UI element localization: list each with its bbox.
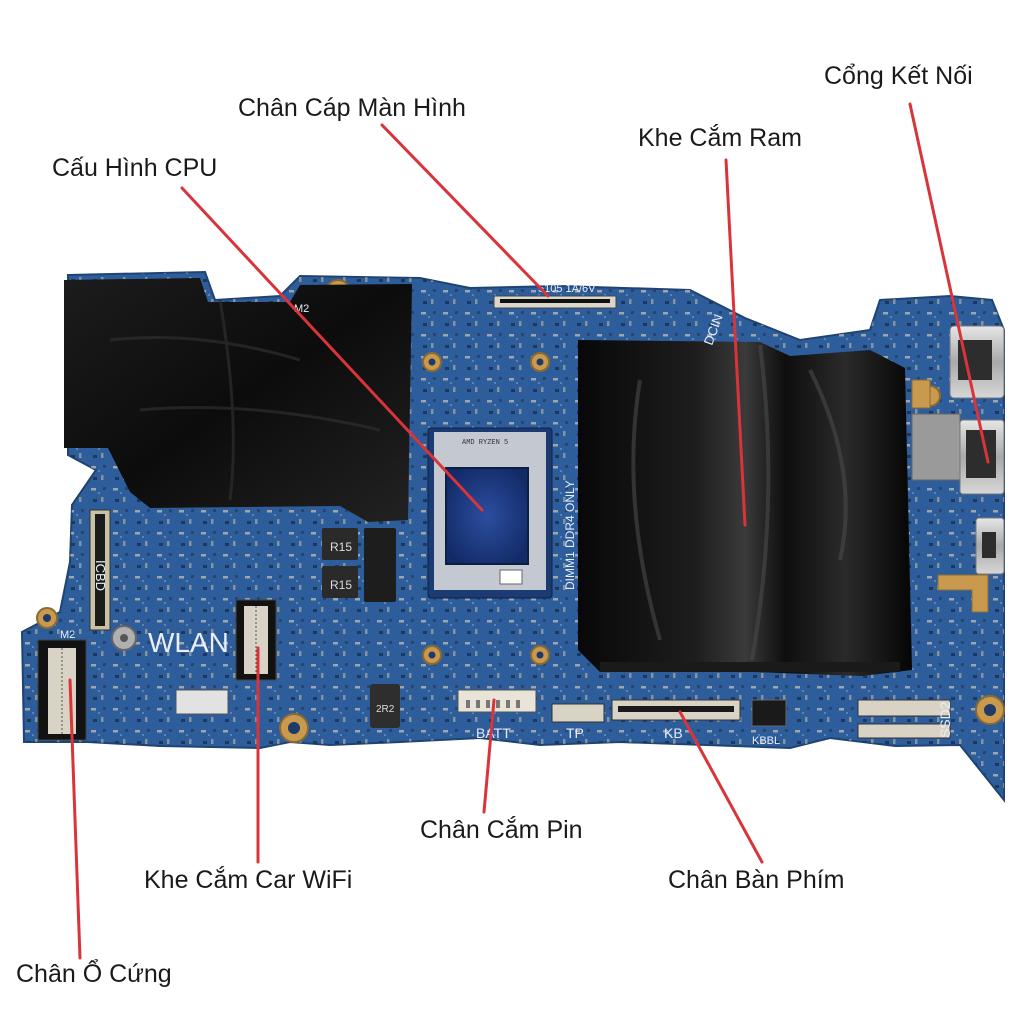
label-connection-port: Cổng Kết Nối [824,62,973,90]
pointer-display-cable [380,123,550,298]
label-cpu: Cấu Hình CPU [52,154,218,182]
label-keyboard: Chân Bàn Phím [668,866,845,894]
cpu-marking: AMD RYZEN 5 [462,439,508,447]
label-ram-slot: Khe Cắm Ram [638,124,802,152]
label-drive: Chân Ổ Cứng [16,960,172,988]
pointer-battery [482,698,496,814]
m2-silkscreen-left: M2 [60,629,75,641]
dimm-silkscreen: DIMM1 DDR4 ONLY [563,480,577,590]
inductor-label-a: R15 [330,540,352,554]
batt-silkscreen: BATT [476,725,511,741]
label-battery: Chân Cắm Pin [420,816,583,844]
pointer-drive [68,678,82,960]
ssd2-silkscreen: SSD2 [937,701,953,738]
kb-silkscreen: KB [664,725,683,741]
inductor-label-b: R15 [330,578,352,592]
pointer-ram-slot [724,158,747,527]
cpu-package: AMD RYZEN 5 [427,427,553,599]
tp-silkscreen: TP [566,725,584,741]
icbd-silkscreen: ICBD [93,560,108,591]
wlan-silkscreen: WLAN [148,627,229,658]
side-ports [911,325,1005,575]
inductors [322,528,400,728]
label-display-cable: Chân Cáp Màn Hình [238,94,466,122]
pointer-connection-port [908,102,990,464]
pointer-lines [68,102,990,960]
lcd-silkscreen: 5105 1A/6V [538,283,596,295]
pointer-cpu [180,186,484,512]
pointer-keyboard [678,710,764,864]
inductor-label-c: 2R2 [376,704,395,715]
label-wifi-slot: Khe Cắm Car WiFi [144,866,353,894]
touchpad-connector [551,703,605,723]
kbbl-silkscreen: KBBL [752,735,780,747]
